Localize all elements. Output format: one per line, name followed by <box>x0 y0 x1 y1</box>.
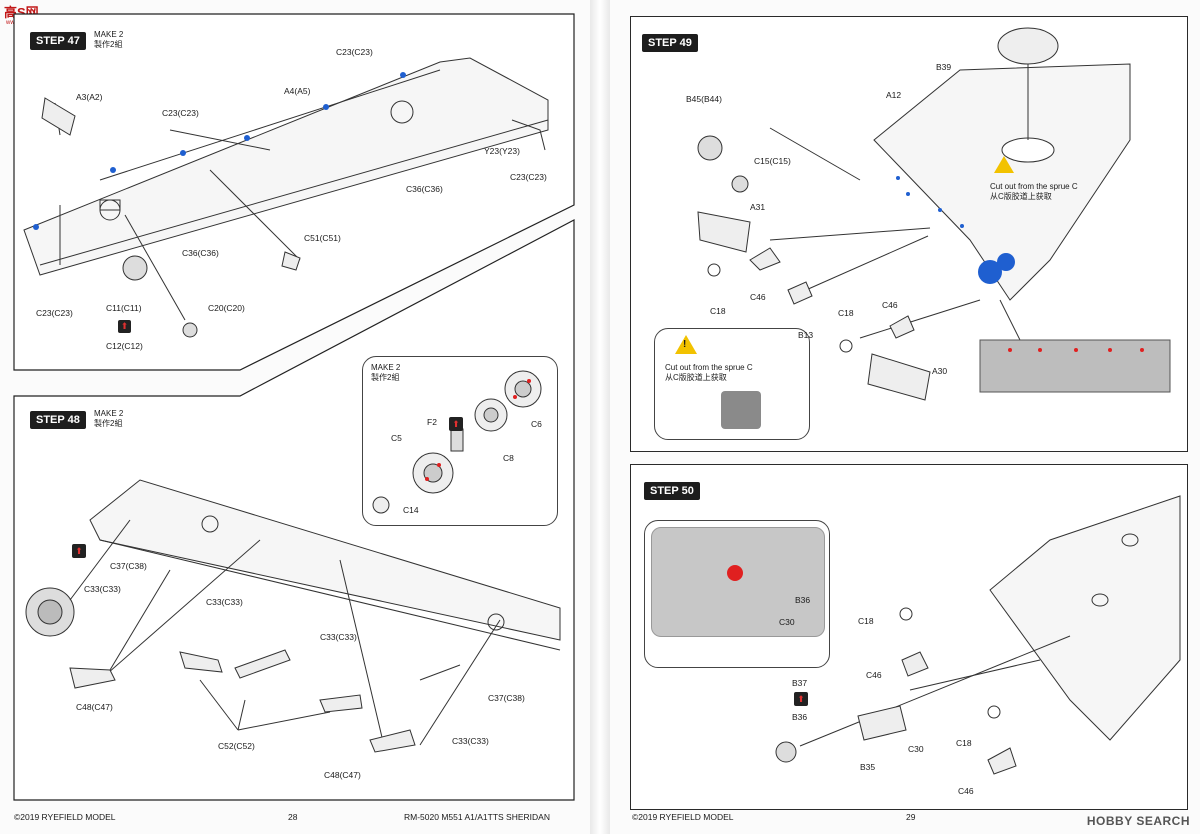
right-page-drawings <box>697 27 1181 775</box>
step48-badge: STEP 48 <box>30 411 86 429</box>
footer-copyright: ©2019 RYEFIELD MODEL <box>14 812 116 822</box>
step47-make: MAKE 2 製作2組 <box>94 30 124 49</box>
part-label: C36(C36) <box>182 248 219 258</box>
part-label: A12 <box>886 90 902 100</box>
right-page: ! Cut out from the sprue C 从C版胶道上获取 Cut … <box>610 0 1200 834</box>
part-label: C30 <box>908 744 924 754</box>
part-label: C23(C23) <box>162 108 199 118</box>
step48-hull-drawing <box>25 479 561 753</box>
part-label: F2 <box>427 417 437 427</box>
step48-make: MAKE 2 製作2組 <box>94 409 124 428</box>
caution-icon <box>675 335 697 354</box>
part-label: C37(C38) <box>110 561 147 571</box>
part-label: C23(C23) <box>510 172 547 182</box>
part-label: C48(C47) <box>324 770 361 780</box>
part-label: C52(C52) <box>218 741 255 751</box>
part-label: C6 <box>531 419 542 429</box>
part-label: C48(C47) <box>76 702 113 712</box>
part-label: C46 <box>750 292 766 302</box>
part-label: C33(C33) <box>206 597 243 607</box>
part-label: C46 <box>958 786 974 796</box>
caution-icon <box>994 156 1014 173</box>
part-label: B45(B44) <box>686 94 722 104</box>
step49-caution-inset: ! Cut out from the sprue C 从C版胶道上获取 <box>654 328 810 440</box>
step50-photo-inset: B36 C30 <box>644 520 830 668</box>
part-label: A3(A2) <box>76 92 103 102</box>
part-label: C5 <box>391 433 402 443</box>
part-label: C37(C38) <box>488 693 525 703</box>
part-label: A4(A5) <box>284 86 311 96</box>
glue-icon: ⬆ <box>449 417 463 431</box>
step49-inset-photo <box>979 339 1171 393</box>
watermark-search: HOBBY SEARCH <box>1086 814 1190 828</box>
part-label: B13 <box>798 330 814 340</box>
part-label: C18 <box>838 308 854 318</box>
interior-photo <box>651 527 825 637</box>
part-label: C12(C12) <box>106 341 143 351</box>
part-label: C8 <box>503 453 514 463</box>
step49-blue-parts <box>896 176 1015 284</box>
part-label: C18 <box>956 738 972 748</box>
part-label: C14 <box>403 505 419 515</box>
part-label: C33(C33) <box>84 584 121 594</box>
part-label: C46 <box>882 300 898 310</box>
footer-copyright: ©2019 RYEFIELD MODEL <box>632 812 734 822</box>
glue-icon: ⬆ <box>72 544 86 558</box>
part-label: B36 <box>795 595 811 605</box>
part-label: C33(C33) <box>320 632 357 642</box>
part-label: C20(C20) <box>208 303 245 313</box>
part-label: B37 <box>792 678 808 688</box>
part-label: Y23(Y23) <box>484 146 520 156</box>
step49-badge: STEP 49 <box>642 34 698 52</box>
wheel-drawing <box>372 370 542 514</box>
step49-caution-text: Cut out from the sprue C 从C版胶道上获取 <box>990 182 1078 201</box>
part-label: B36 <box>792 712 808 722</box>
footer-product: RM-5020 M551 A1/A1TTS SHERIDAN <box>404 812 550 822</box>
part-label: C18 <box>710 306 726 316</box>
part-label: C30 <box>779 617 795 627</box>
part-label: C33(C33) <box>452 736 489 746</box>
part-label: A31 <box>750 202 766 212</box>
footer-page-number: 29 <box>906 812 916 822</box>
sprue-part-photo <box>721 391 761 429</box>
part-label: C18 <box>858 616 874 626</box>
step49-hull-drawing <box>697 27 1131 401</box>
page-gutter <box>590 0 610 834</box>
part-label: B35 <box>860 762 876 772</box>
glue-icon: ⬆ <box>794 692 808 706</box>
part-label: A30 <box>932 366 948 376</box>
part-label: C36(C36) <box>406 184 443 194</box>
left-page: 高S网 www.hrtqsw.net <box>0 0 590 834</box>
part-label: C51(C51) <box>304 233 341 243</box>
step48-wheel-inset: MAKE 2 製作2組 ⬆ F2 C5 C6 C8 C14 <box>362 356 558 526</box>
glue-icon: ⬆ <box>118 320 131 333</box>
part-label: C46 <box>866 670 882 680</box>
part-label: B39 <box>936 62 952 72</box>
step50-badge: STEP 50 <box>644 482 700 500</box>
footer-page-number: 28 <box>288 812 298 822</box>
part-label: C15(C15) <box>754 156 791 166</box>
step50-hull-drawing <box>775 495 1181 775</box>
part-label: C23(C23) <box>336 47 373 57</box>
part-label: C23(C23) <box>36 308 73 318</box>
step47-badge: STEP 47 <box>30 32 86 50</box>
highlight-part <box>727 565 743 581</box>
step47-blue-parts <box>33 72 406 230</box>
step47-hull-drawing <box>23 57 549 338</box>
part-label: C11(C11) <box>106 303 142 313</box>
